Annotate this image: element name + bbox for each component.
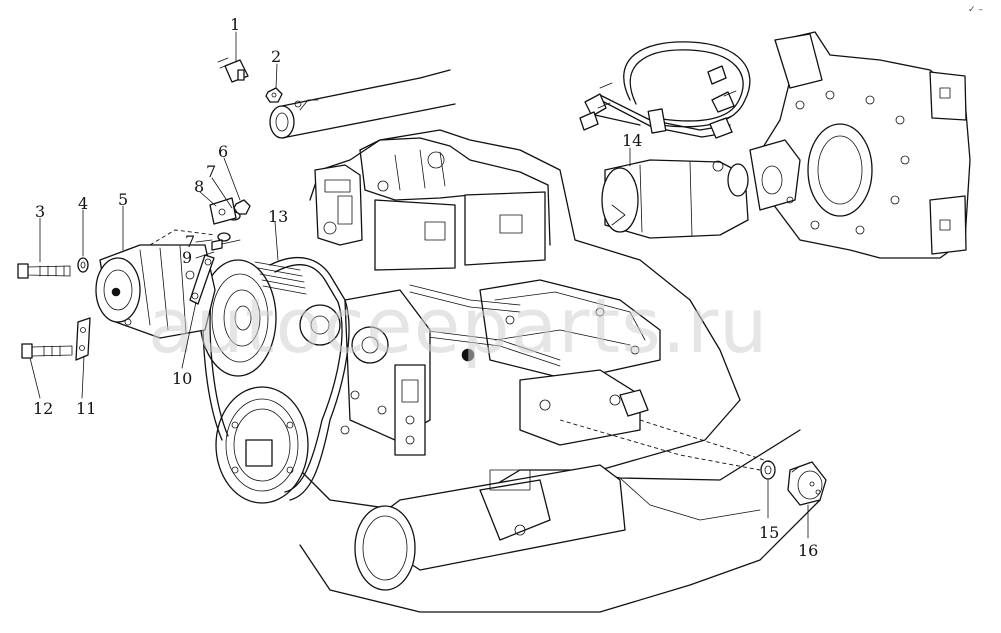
sender-parts [760,460,827,506]
engine-block [299,129,821,613]
starter-14 [601,159,749,239]
bolt-3 [17,263,71,279]
callout-9: 9 [182,248,192,267]
alternator [95,229,216,339]
injector-pipe [269,69,456,139]
callout-7a: 7 [206,162,216,181]
nut-2 [265,87,283,103]
leader-lines [29,31,809,539]
flywheel-housing [749,31,971,259]
callouts: 1 2 3 4 5 6 7 8 7 9 10 11 12 13 14 15 16 [33,15,818,560]
callout-10: 10 [172,369,192,388]
callout-15: 15 [759,523,779,542]
corner-mark: ✓ – [968,5,983,15]
callout-7b: 7 [185,232,195,251]
callout-5: 5 [118,190,128,209]
sensor-1 [217,57,249,83]
callout-6: 6 [218,142,228,161]
washer-4 [77,257,89,273]
wire-harness [579,41,751,139]
callout-13: 13 [268,207,288,226]
callout-14: 14 [622,131,642,150]
callout-4: 4 [78,194,88,213]
callout-1: 1 [230,15,240,34]
callout-11: 11 [76,399,96,418]
callout-3: 3 [35,202,45,221]
callout-2: 2 [271,47,281,66]
callout-8: 8 [194,177,204,196]
callout-12: 12 [33,399,53,418]
bolt-12 [21,343,73,359]
alternator-bracket [75,317,91,361]
adjusting-link [189,254,215,305]
callout-16: 16 [798,541,818,560]
fan-pulley [199,259,341,377]
starter-motor [354,464,626,591]
crank-pulley [215,386,309,504]
watermark: autoceeparts.ru [148,281,768,370]
